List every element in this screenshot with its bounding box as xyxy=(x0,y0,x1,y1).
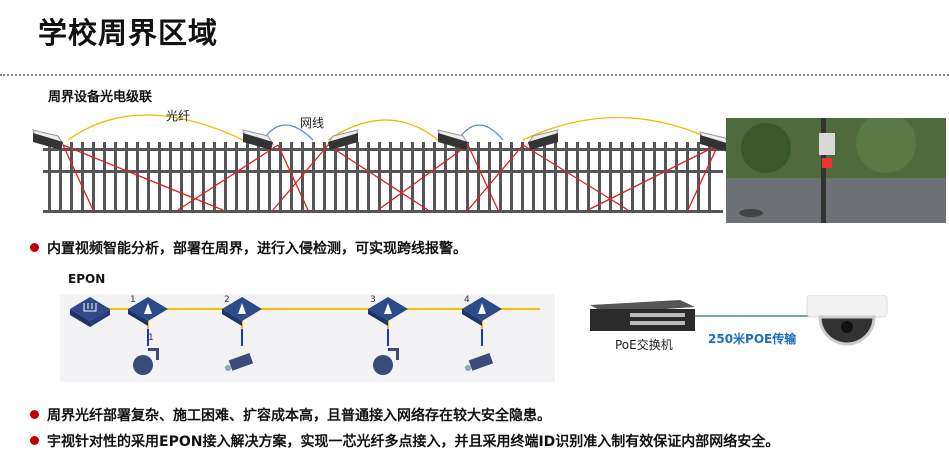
bullet-camera-icon xyxy=(326,129,359,150)
onu-number: 3 xyxy=(370,295,376,305)
poe-switch-icon xyxy=(590,300,695,331)
bullet-item: 内置视频智能分析，部署在周界，进行入侵检测，可实现跨线报警。 xyxy=(30,238,467,258)
cable-label: 网线 xyxy=(300,116,324,130)
laser-beams xyxy=(62,144,719,211)
cable-link xyxy=(262,124,314,141)
onu-number: 2 xyxy=(224,295,230,305)
bullet-dot xyxy=(30,436,39,445)
onu-number: 1 xyxy=(130,295,136,305)
bullet-dot xyxy=(30,410,39,419)
onu-device-icon xyxy=(368,297,408,326)
bullet-item: 周界光纤部署复杂、施工困难、扩容成本高，且普通接入网络存在较大安全隐患。 xyxy=(30,405,551,425)
fiber-link xyxy=(67,114,244,141)
onu-device-icon xyxy=(222,297,262,326)
epon-diagram: 1 2 3 4 1 xyxy=(60,294,555,382)
ptz-camera-icon xyxy=(373,348,399,375)
fiber-label: 光纤 xyxy=(166,109,190,123)
poe-distance-label: 250米POE传输 xyxy=(708,332,797,346)
ptz-camera-icon xyxy=(133,348,159,375)
poe-diagram xyxy=(590,295,888,346)
bullet-dot xyxy=(30,243,39,252)
onu-device-icon xyxy=(128,297,168,326)
camera-port-label: 1 xyxy=(148,333,154,343)
bullet-camera-icon xyxy=(32,129,65,150)
bullet-camera-icon xyxy=(699,131,728,152)
box-camera-icon xyxy=(465,352,494,371)
divider xyxy=(0,74,949,76)
bullet-item: 宇视针对性的采用EPON接入解决方案，实现一芯光纤多点接入，并且采用终端ID识别… xyxy=(30,431,779,451)
fence xyxy=(43,142,723,213)
cameras xyxy=(32,129,728,152)
section-subtitle: 周界设备光电级联 xyxy=(48,90,153,105)
camera-photo xyxy=(726,118,946,223)
bullet-camera-icon xyxy=(242,129,275,150)
olt-device-icon xyxy=(70,297,110,327)
poe-switch-label: PoE交换机 xyxy=(615,338,673,352)
fiber-link xyxy=(327,119,439,141)
fence-diagram: 光纤 网线 xyxy=(32,109,728,213)
box-camera-icon xyxy=(225,352,254,371)
page-title: 学校周界区域 xyxy=(38,16,219,50)
fiber-link xyxy=(522,116,714,141)
onu-device-icon xyxy=(462,297,502,326)
cable-link xyxy=(457,124,504,141)
bullet-camera-icon xyxy=(526,129,559,150)
onu-number: 4 xyxy=(464,295,470,305)
bullet-camera-icon xyxy=(437,129,470,150)
dome-camera-icon xyxy=(806,295,888,346)
epon-label: EPON xyxy=(68,272,106,286)
